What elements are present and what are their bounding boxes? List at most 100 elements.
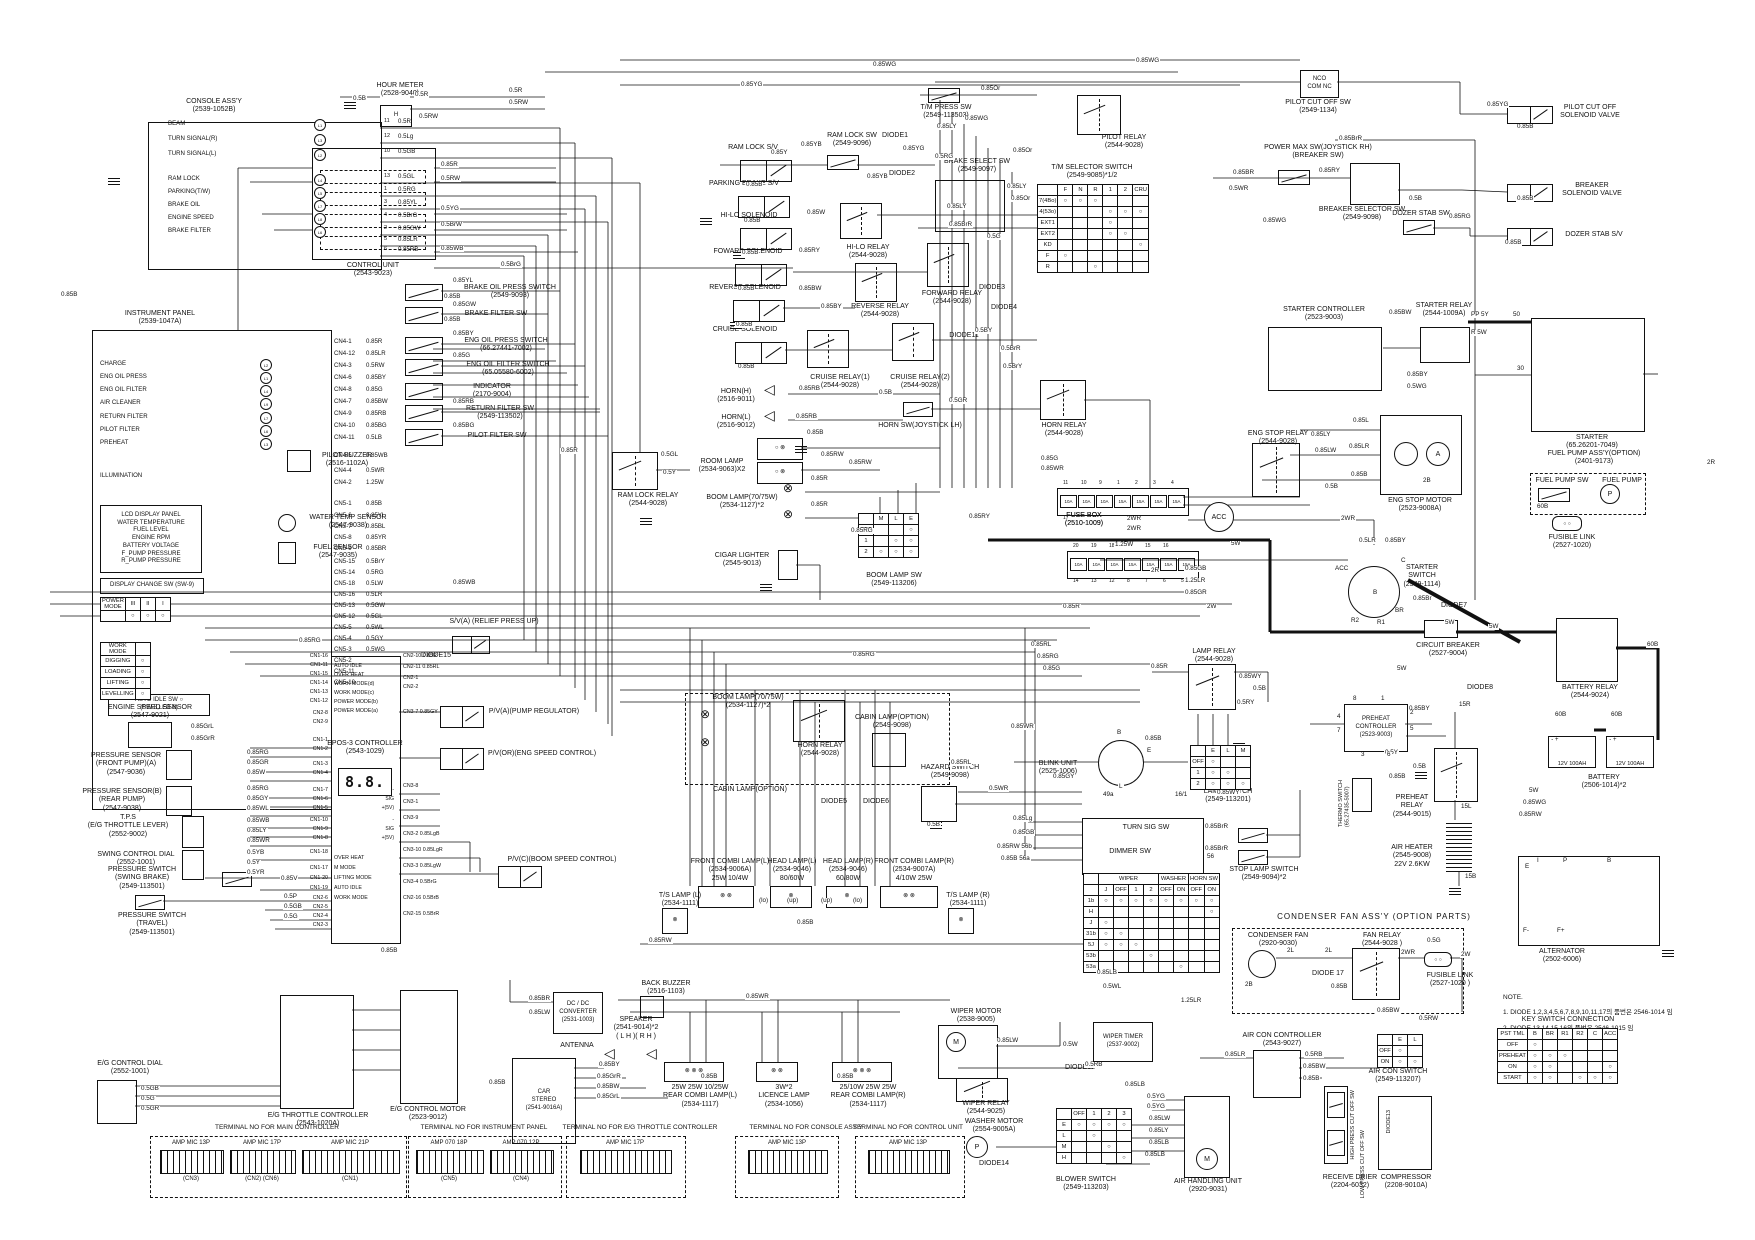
stop-lamp-sw-1-label: STOP LAMP SWITCH (2549-9094)*2 [1229,866,1299,882]
fuse: 15A [1132,495,1149,508]
cruise-relay-2 [892,323,934,361]
instrument-wire: 0.5BrY [366,558,385,565]
wire-label: C [1400,557,1407,565]
wire-label: 0.85GB [1012,829,1036,837]
wire-label: 0.85RW [820,451,845,459]
fuse: 10A [1096,495,1113,508]
fusible-link-1-label: FUSIBLE LINK (2527-1020) [1548,534,1596,550]
air-heater [1446,820,1472,872]
eng-stop-motor-label: ENG STOP MOTOR (2523-9008A) [1388,497,1452,513]
starter-relay [1420,327,1470,363]
connector-cn-name: (CN1) [342,1176,358,1182]
eng-stop-relay-label: ENG STOP RELAY (2544-9028) [1247,430,1309,446]
brake-filter-sw-label: BRAKE FILTER SW [464,310,528,317]
eg-control-motor [400,990,458,1104]
wire-label: 0.85B [743,217,762,225]
epos-mode-label: WORK MODE(c) [334,690,375,696]
epos-sig-label: SIG [385,796,394,802]
horn-relay-2-label: HORN RELAY (2544-9028) [797,742,843,758]
instrument-wire: 0.85YR [366,534,387,541]
epos-left-pin: CN1-18 [309,849,328,855]
wire-label: 0.85LW [528,1009,552,1017]
eng-oil-filter-switch [405,359,443,376]
battery-relay-label: BATTERY RELAY (2544-9024) [1562,684,1618,700]
wire-label: 0.85R [810,475,829,483]
wire-label: 0.85RL [950,759,973,767]
fuel-pump-assy-label: FUEL PUMP ASS'Y(OPTION) (2401-9173) [1547,450,1641,466]
hour-meter-label: HOUR METER (2528-9040) [376,82,424,98]
wire-label: 0.85RB [452,398,476,406]
wire-label: 0.85WL [246,805,270,813]
breaker-solenoid-valve-label: BREAKER SOLENOID VALVE [1562,182,1622,198]
epos-right-pin: CN2-10 0.85R [403,653,437,659]
wire-label: 0.85WY [1216,789,1241,797]
front-combi-lamp-l-label: FRONT COMBI LAMP(L) (2534-9006A) 25W 10/… [690,858,770,882]
wiper-relay [956,1078,1008,1102]
epos-left-pin: CN2-6 [312,895,328,901]
fuel-pump-assy [1530,473,1646,515]
lamp-relay [1188,664,1236,710]
instrument-pin: CN5-15 [334,558,355,565]
wire-label: 0.85BrR [1204,823,1230,831]
console-wire: 0.85YL [398,199,418,206]
wire-label: 1.25LR [1180,997,1203,1005]
fuse: 15A [1168,495,1185,508]
connector-label: AMP 070 18P [430,1140,468,1146]
wire-label: 0.85Or [980,85,1002,93]
turn-sig-sw-label-label: TURN SIG SW [1122,824,1170,831]
diode15-label-label: DIODE15 [421,652,451,659]
fuse-number: 4 [1171,480,1174,486]
wire-label: 0.85W [806,209,827,217]
instrument-wire: 0.85R [366,338,383,345]
wiper-relay-label: WIPER RELAY (2544-9025) [962,1100,1010,1116]
pilot-buzzer-label: PILOT BUZZER (2516-1102A) [321,452,373,468]
connector-label: AMP MIC 13P [768,1140,806,1146]
console-lamp-l7: L7 [314,200,326,212]
condenser-fan-assy-title: CONDENSER FAN ASS'Y (OPTION PARTS) [1277,912,1471,921]
eng-stop-motor-c2: A [1426,442,1450,466]
starter-relay-label: STARTER RELAY (2544-1009A) [1415,302,1473,318]
wire-label: 2L [1286,947,1296,955]
wire-label: 0.5WR [988,785,1010,793]
fuel-pump-sw [1538,488,1570,502]
wire-label: 0.85WG [964,115,990,123]
console-wire: 0.85LR [398,236,418,243]
diode12-label-label: DIODE12 [1065,1064,1095,1071]
brake-oil-press-switch-label: BRAKE OIL PRESS SWITCH (2549-9093) [464,284,556,300]
wiper-motor-label: WIPER MOTOR (2538-9005) [950,1008,1002,1024]
instrument-wire: 0.5WG [366,646,385,653]
wire-label: 0.85BY [1406,371,1429,379]
pilot-relay-label: PILOT RELAY (2544-9028) [1101,134,1147,150]
starter-controller-label: STARTER CONTROLLER (2523-9003) [1283,306,1365,322]
wire-label: 0.85GW [452,301,478,309]
instrument-wire: 0.85RB [366,410,387,417]
instrument-pin: CN5-3 [334,646,352,653]
preheat-relay-label: PREHEAT RELAY (2544-9015) [1392,794,1432,818]
head-lamp-l-text: ⊗ [788,893,794,900]
wire-label: 49a [1102,791,1115,799]
wire-label: F- [1522,927,1530,935]
wire-label: 0.85LY [946,203,968,211]
epos-left-pin: CN1-6 [312,796,328,802]
dc-dc-converter: DC / DC CONVERTER (2531-1003) [553,992,603,1034]
wire-label: 0.5BrY [1002,363,1024,371]
epos-mode-label: POWER MODE(a) [334,708,378,714]
cruise-solenoid-label: CRUISE SOLENOID [712,326,778,333]
wire-label: 0.5GB [140,1085,160,1093]
instrument-item: PREHEAT [100,439,129,446]
wire-label: 1.25W [1114,541,1135,549]
fuel-pump-sw-label: FUEL PUMP SW [1535,477,1589,484]
ram-lock-sv [740,160,792,182]
condenser-fan-box [1232,928,1464,1014]
wire-label: 0.85B [737,285,756,293]
connector-label: AMP MIC 13P [889,1140,927,1146]
front-combi-lamp-l: ⊗ ⊗ [698,886,754,908]
wire-label: 0.5WR [1228,185,1250,193]
wire-label: 0.85BY [452,330,475,338]
wire-label: 0.85Or [1010,195,1032,203]
pilot-filter-sw-label: PILOT FILTER SW [467,432,527,439]
epos-right-pin: CN2-2 [403,684,419,690]
acc-circle: ACC [1204,502,1234,532]
wire-label: 0.85V [280,875,299,883]
